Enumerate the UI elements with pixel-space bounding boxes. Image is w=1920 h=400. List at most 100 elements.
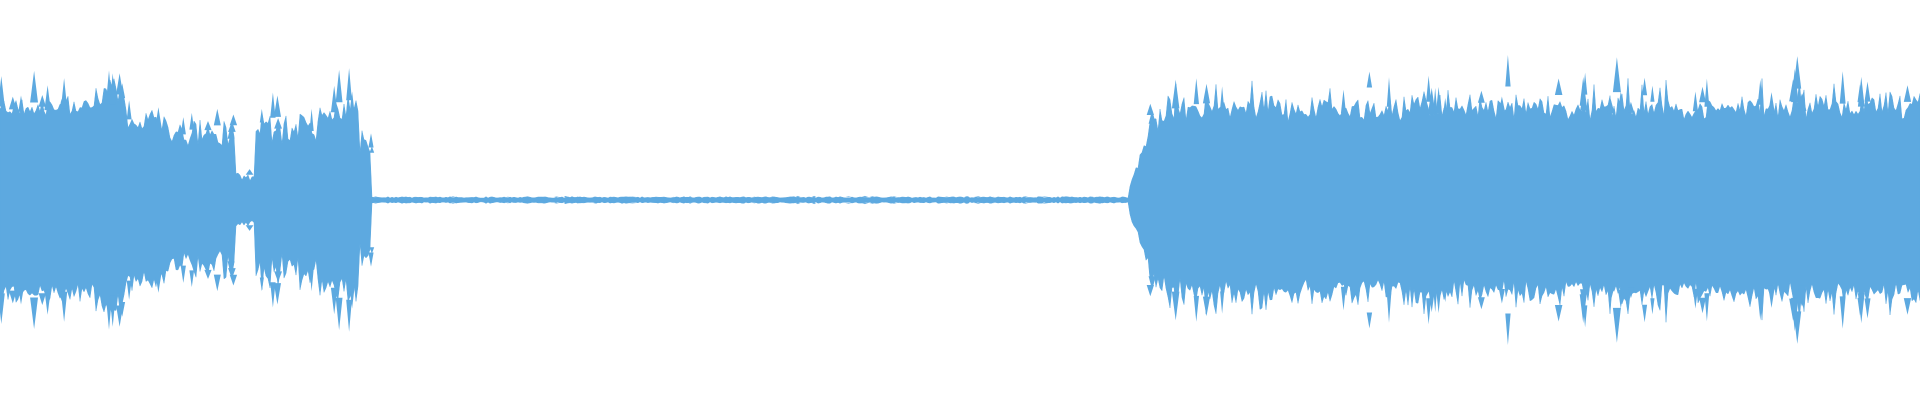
waveform-trough — [1903, 298, 1912, 315]
waveform-peak — [30, 70, 38, 103]
waveform-peak — [371, 196, 380, 198]
waveform-peak — [213, 108, 221, 126]
waveform-peak — [259, 108, 264, 123]
waveform-peak — [644, 197, 651, 198]
waveform-peak — [1789, 79, 1797, 102]
waveform-trough — [1089, 202, 1096, 204]
waveform-trough — [1021, 202, 1030, 204]
waveform-trough — [769, 202, 777, 204]
waveform-trough — [1757, 295, 1763, 321]
waveform-trough — [189, 270, 195, 288]
waveform-trough — [335, 297, 343, 331]
waveform-peak — [1366, 71, 1373, 88]
waveform-trough — [273, 283, 281, 305]
waveform-trough — [30, 297, 38, 330]
waveform-trough — [368, 252, 374, 267]
waveform-trough — [1427, 285, 1436, 313]
waveform-peak — [368, 133, 374, 148]
waveform-trough — [943, 202, 950, 204]
waveform-trough — [245, 225, 254, 231]
waveform-trough — [346, 299, 352, 332]
waveform-trough — [523, 202, 531, 204]
waveform-trough — [1798, 285, 1806, 307]
waveform-peak — [1095, 196, 1103, 198]
waveform-peak — [109, 73, 116, 105]
waveform-peak — [769, 196, 777, 198]
waveform-trough — [1220, 291, 1225, 314]
waveform-trough — [1171, 291, 1180, 321]
waveform-trough — [1435, 287, 1442, 314]
waveform-trough — [1366, 312, 1373, 329]
waveform-peak — [116, 73, 124, 95]
waveform-peak — [1857, 76, 1865, 107]
waveform-peak — [1202, 83, 1211, 104]
waveform-peak — [0, 76, 5, 107]
waveform-trough — [1704, 293, 1710, 322]
waveform-trough — [977, 202, 982, 203]
waveform-trough — [557, 202, 563, 203]
waveform-peak — [44, 85, 51, 111]
waveform-peak — [8, 96, 17, 110]
waveform-trough — [116, 305, 124, 327]
waveform-trough — [8, 290, 17, 304]
waveform-peak — [1618, 91, 1624, 111]
waveform-peak — [227, 124, 235, 139]
waveform-peak — [335, 69, 343, 103]
waveform-peak — [1642, 77, 1648, 96]
waveform-trough — [180, 265, 186, 283]
waveform-trough — [1607, 286, 1615, 301]
waveform-peak — [1903, 85, 1912, 102]
waveform-trough — [811, 203, 817, 205]
waveform-peak — [1798, 93, 1806, 115]
waveform-trough — [1026, 202, 1032, 203]
waveform-peak — [60, 78, 68, 109]
waveform-trough — [109, 295, 116, 327]
waveform-peak — [126, 100, 132, 120]
waveform-peak — [38, 95, 46, 107]
waveform-peak — [575, 196, 580, 198]
waveform-peak — [1864, 81, 1871, 102]
waveform-trough — [563, 203, 568, 204]
waveform-peak — [751, 196, 758, 198]
waveform-trough — [38, 293, 46, 305]
waveform-trough — [1032, 202, 1038, 203]
waveform-peak — [1089, 196, 1096, 198]
waveform-trough — [1642, 304, 1648, 323]
waveform-peak — [1692, 91, 1698, 112]
waveform-peak — [563, 196, 568, 197]
waveform-peak — [681, 197, 688, 198]
waveform-trough — [670, 202, 677, 204]
waveform-peak — [861, 195, 869, 197]
waveform-peak — [1386, 77, 1392, 107]
waveform-peak — [180, 117, 186, 135]
waveform-peak — [845, 196, 852, 197]
waveform-peak — [1612, 57, 1621, 93]
waveform-peak — [1627, 101, 1635, 113]
waveform-peak — [1704, 78, 1710, 107]
waveform-peak — [1757, 79, 1763, 105]
waveform-peak — [557, 197, 563, 198]
waveform-trough — [1768, 285, 1775, 308]
waveform-trough — [1864, 298, 1871, 319]
waveform-peak — [1857, 84, 1863, 103]
waveform-trough — [540, 202, 549, 204]
waveform-peak — [1768, 92, 1775, 115]
waveform-peak — [1340, 89, 1346, 114]
waveform-trough — [1789, 298, 1797, 321]
waveform-trough — [1857, 297, 1863, 316]
waveform-trough — [974, 202, 982, 204]
waveform-trough — [1477, 297, 1485, 310]
waveform-trough — [1618, 289, 1624, 309]
waveform-peak — [245, 169, 254, 175]
waveform-peak — [977, 197, 982, 198]
waveform-peak — [1650, 85, 1655, 102]
waveform-peak — [330, 85, 338, 113]
waveform-trough — [371, 202, 380, 204]
waveform-trough — [751, 202, 758, 204]
waveform-peak — [155, 107, 162, 128]
waveform-trough — [964, 203, 970, 204]
waveform-trough — [743, 202, 751, 203]
waveform-trough — [1505, 313, 1511, 345]
waveform-trough — [1386, 293, 1392, 323]
